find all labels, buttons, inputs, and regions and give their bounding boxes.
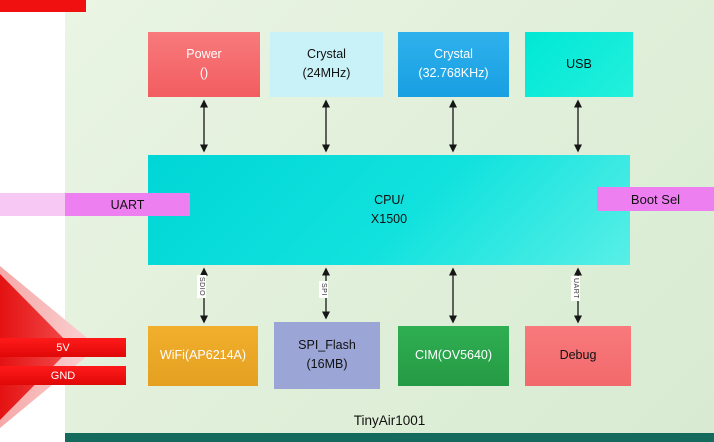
crystal-24mhz-label-line1: Crystal [307,47,346,62]
cpu-block-label-line1: CPU/ [374,192,404,207]
spi-flash-label-line2: (16MB) [306,357,348,371]
uart-side-label: UART [65,193,190,216]
boot-sel-side-label: Boot Sel [597,187,714,211]
debug-block-label: Debug [559,348,597,363]
cim-block-label: CIM(OV5640) [414,348,493,363]
power-block-label-line2: () [199,66,209,80]
power-block: Power () [148,32,260,97]
wifi-block-label: WiFi(AP6214A) [159,348,247,363]
crystal-32khz-label-line1: Crystal [434,47,473,62]
power-block-label-line1: Power [186,47,222,62]
uart-bar-extension [0,193,66,216]
spi-flash-label-line1: SPI_Flash [298,338,356,353]
cpu-block: CPU/ X1500 [148,155,630,265]
crystal-24mhz-label-line2: (24MHz) [302,66,351,80]
spi-bus-label: SPI [319,281,328,298]
cim-block: CIM(OV5640) [398,326,509,386]
crystal-32khz-label-line2: (32.768KHz) [418,66,489,80]
top-red-strip [0,0,86,12]
rail-gnd: GND [0,366,126,385]
debug-block: Debug [525,326,631,386]
rail-5v: 5V [0,338,126,357]
wifi-block: WiFi(AP6214A) [148,326,258,386]
crystal-24mhz-block: Crystal (24MHz) [270,32,383,97]
bottom-teal-bar [65,433,714,442]
crystal-32khz-block: Crystal (32.768KHz) [398,32,509,97]
cpu-block-label-line2: X1500 [370,211,408,226]
uart-bus-label: UART [571,276,580,301]
sdio-bus-label: SDIO [197,275,206,299]
spi-flash-block: SPI_Flash (16MB) [274,322,380,389]
usb-block: USB [525,32,633,97]
diagram-title: TinyAir1001 [353,413,426,428]
usb-block-label: USB [566,56,592,71]
